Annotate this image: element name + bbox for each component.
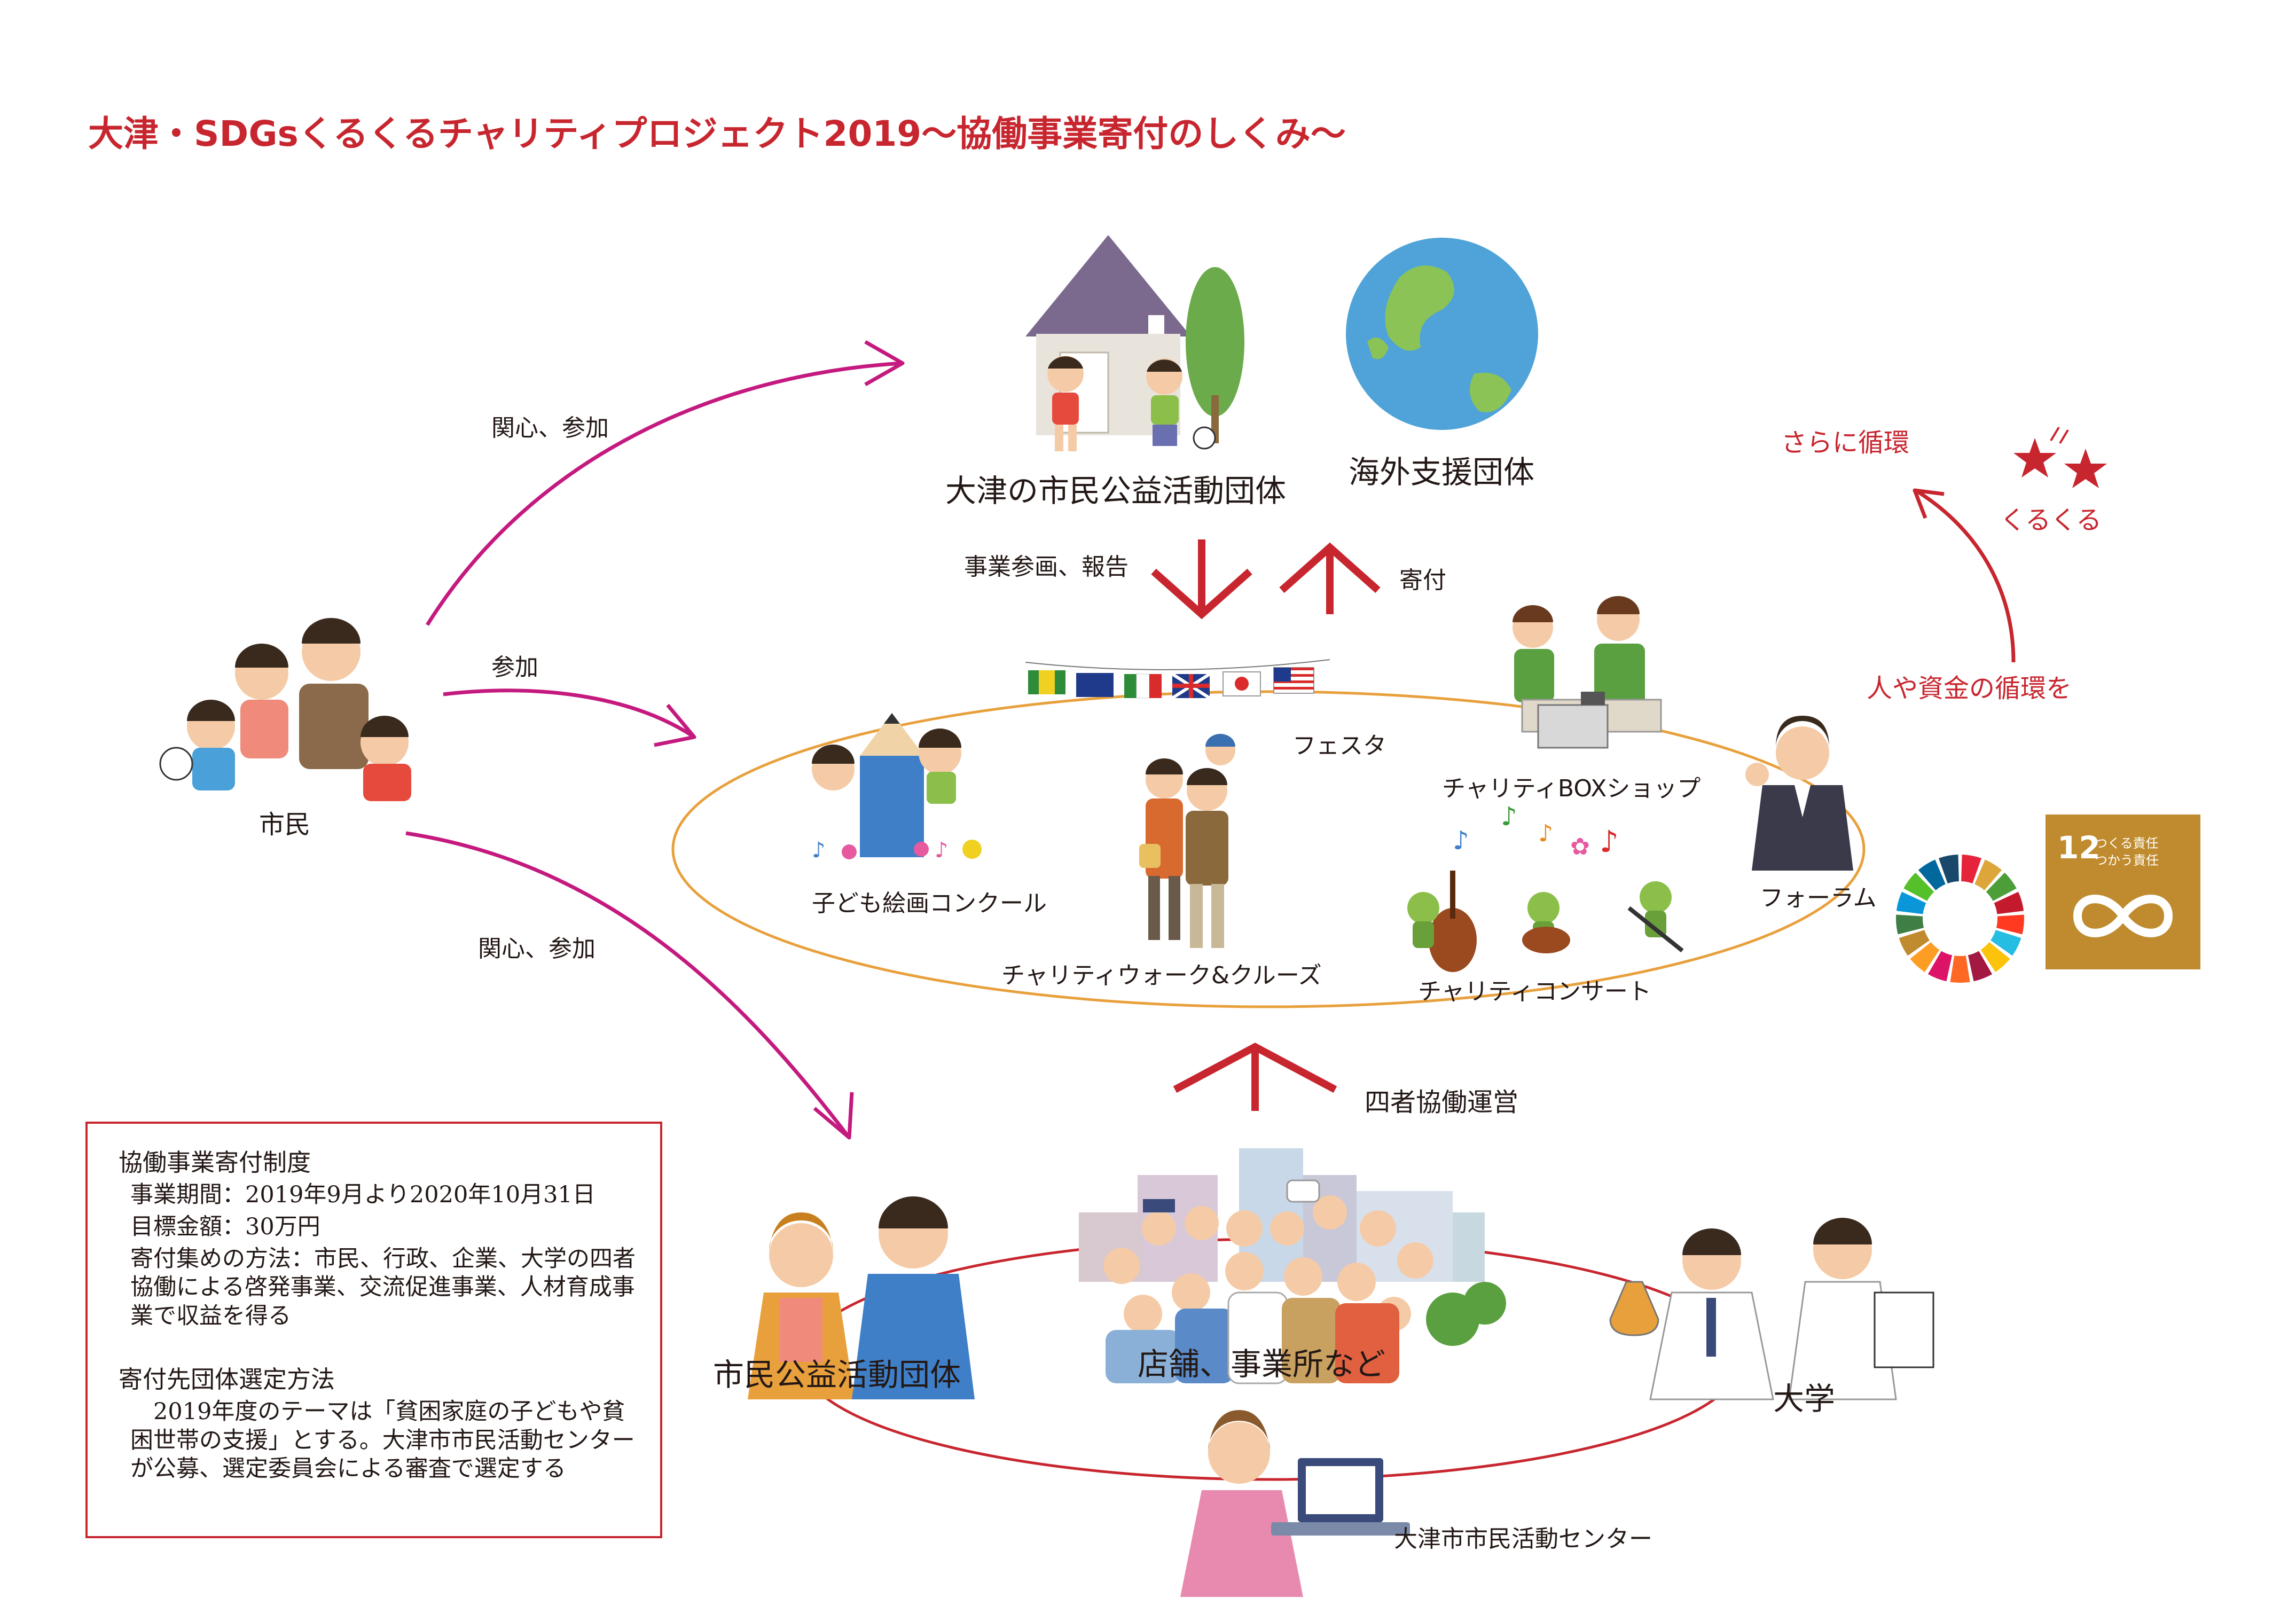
svg-text:♪: ♪ — [812, 838, 826, 863]
info-period: 事業期間：2019年9月より2020年10月31日 — [130, 1181, 595, 1208]
sdg-wheel-segment — [1974, 859, 2002, 890]
label-university: 大学 — [1773, 1381, 1836, 1417]
violin-icon — [1407, 871, 1684, 972]
sdg-wheel-icon — [1896, 855, 2024, 983]
label-drawing-contest: 子ども絵画コンクール — [812, 890, 1047, 917]
label-charity-concert: チャリティコンサート — [1418, 978, 1651, 1005]
sdg-wheel-segment — [1918, 859, 1946, 890]
svg-text:♪: ♪ — [1538, 820, 1553, 847]
label-charity-box-shop: チャリティBOXショップ — [1442, 775, 1701, 802]
sdg12-title-line1: つくる責任 — [2095, 836, 2159, 851]
sdg-wheel-segment — [1899, 930, 1930, 956]
label-civic-groups: 市民公益活動団体 — [713, 1357, 961, 1393]
cash-register-icon — [1513, 596, 1662, 749]
label-interest-participation-top: 関心、参加 — [491, 414, 609, 442]
sdg-wheel-segment — [1910, 942, 1940, 973]
svg-text:♪: ♪ — [1600, 825, 1619, 859]
label-citizen: 市民 — [259, 810, 311, 840]
civic-group-people-icon — [748, 1196, 975, 1399]
sdg-wheel-segment — [1986, 872, 2017, 901]
svg-text:♪: ♪ — [1453, 826, 1469, 856]
label-participation: 参加 — [491, 654, 538, 681]
label-civic-activity-center: 大津市市民活動センター — [1394, 1525, 1652, 1553]
tree-icon — [1186, 267, 1244, 443]
label-people-funds-cycle: 人や資金の循環を — [1867, 674, 2072, 703]
laptop-worker-icon — [1180, 1410, 1410, 1597]
arrow-up-four-party — [1173, 1043, 1337, 1111]
scientist-icon — [1609, 1218, 1934, 1400]
info-method: 寄付集めの方法：市民、行政、企業、大学の四者協働による啓発事業、交流促進事業、人… — [130, 1245, 636, 1330]
sdg-wheel-segment — [1903, 872, 1934, 901]
label-interest-participation-bottom: 関心、参加 — [478, 935, 595, 962]
label-festa: フェスタ — [1292, 732, 1386, 759]
walk-family-icon — [1139, 734, 1235, 948]
sdg-wheel-segment — [1939, 855, 1959, 883]
label-shops-offices: 店舗、事業所など — [1138, 1346, 1386, 1382]
arrow-citizen-to-bottom — [405, 831, 854, 1140]
svg-text:♪: ♪ — [1501, 802, 1517, 832]
sdg-wheel-segment — [1950, 956, 1970, 983]
svg-text:✿: ✿ — [1570, 833, 1590, 860]
flags-icon — [1025, 659, 1330, 700]
label-donation: 寄付 — [1399, 567, 1446, 594]
label-local-groups: 大津の市民公益活動団体 — [945, 473, 1287, 509]
sdg-wheel-segment — [1896, 914, 1924, 935]
sdg-wheel-segment — [1896, 891, 1926, 914]
arrow-citizen-to-events — [443, 688, 696, 747]
page-title: 大津・SDGsくるくるチャリティプロジェクト2019〜協働事業寄付のしくみ〜 — [88, 113, 1346, 154]
arrow-up-donation — [1279, 542, 1381, 614]
pencil-icon: ♪ ♪ — [812, 713, 982, 863]
sdg12-number: 12 — [2057, 829, 2101, 866]
town-crowd-icon — [1079, 1148, 1506, 1384]
info-heading-selection: 寄付先団体選定方法 — [119, 1365, 335, 1393]
svg-text:♪: ♪ — [935, 838, 949, 863]
sdg-wheel-segment — [1980, 942, 2010, 973]
sdg12-title-line2: つかう責任 — [2095, 853, 2159, 868]
sdg-wheel-segment — [1996, 914, 2024, 935]
arrow-cycle — [1913, 488, 2016, 663]
sdg-wheel-segment — [1961, 855, 1981, 883]
label-walk-cruise: チャリティウォーク&クルーズ — [1001, 962, 1322, 989]
sdg-wheel-segment — [1994, 891, 2024, 914]
family-icon — [159, 618, 411, 801]
info-target: 目標金額：30万円 — [130, 1213, 320, 1240]
info-selection: 2019年度のテーマは「貧困家庭の子どもや貧困世帯の支援」とする。大津市市民活動… — [130, 1398, 635, 1483]
kids-icon — [1047, 356, 1216, 451]
events-ellipse — [671, 690, 1866, 1008]
donation-system-info-box: 協働事業寄付制度 事業期間：2019年9月より2020年10月31日 目標金額：… — [85, 1122, 662, 1538]
infinity-icon — [2073, 895, 2173, 937]
sdg12-tile: 12 つくる責任 つかう責任 — [2046, 815, 2200, 969]
sdg-wheel-segment — [1991, 930, 2021, 956]
globe-icon — [1346, 238, 1538, 430]
label-overseas-groups: 海外支援団体 — [1349, 454, 1535, 490]
label-further-cycle: さらに循環 — [1781, 428, 1910, 458]
label-project-report: 事業参画、報告 — [964, 553, 1129, 581]
star-icon — [2013, 426, 2107, 488]
music-notes-icon: ♪ ♪ ♪ ✿ ♪ — [1453, 802, 1619, 860]
sdg-wheel-segment — [1927, 951, 1953, 982]
businesswoman-icon — [1745, 716, 1853, 871]
info-heading-system: 協働事業寄付制度 — [119, 1148, 311, 1177]
label-kurukuru: くるくる — [2000, 505, 2102, 535]
label-four-party-operation: 四者協働運営 — [1365, 1087, 1519, 1117]
label-forum: フォーラム — [1760, 884, 1877, 912]
arrow-down-report — [1151, 539, 1252, 620]
sdg-wheel-segment — [1968, 951, 1993, 982]
arrow-citizen-to-groups — [426, 340, 905, 626]
